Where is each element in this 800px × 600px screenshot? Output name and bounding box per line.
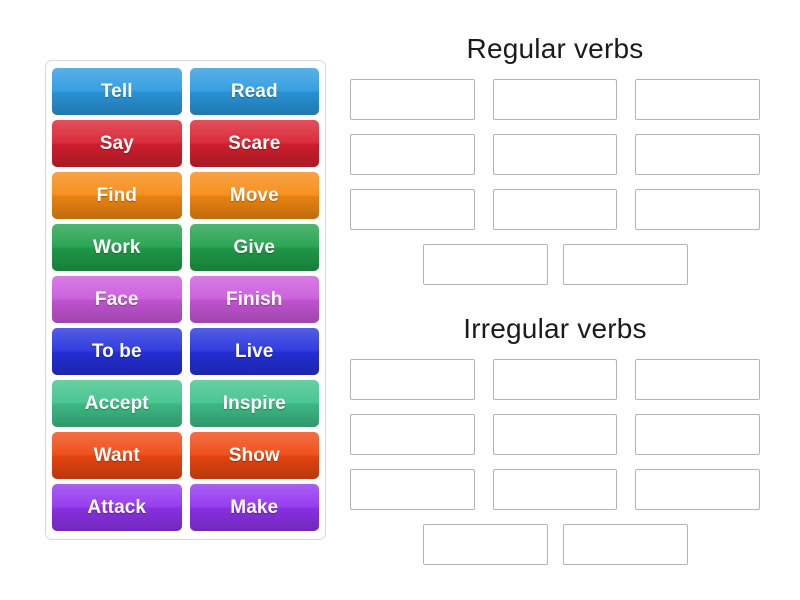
word-tile-label: Find bbox=[96, 184, 137, 206]
word-tile-label: Live bbox=[235, 340, 274, 362]
drop-slots-irregular bbox=[350, 359, 761, 565]
word-tile[interactable]: Move bbox=[189, 172, 319, 219]
drop-slot[interactable] bbox=[562, 524, 688, 565]
word-tile[interactable]: Give bbox=[189, 224, 319, 271]
drop-slot[interactable] bbox=[492, 469, 618, 510]
word-tile-label: Face bbox=[94, 288, 139, 310]
drop-slot[interactable] bbox=[350, 134, 475, 175]
drop-slot[interactable] bbox=[492, 134, 618, 175]
word-tile-row: Work Give bbox=[52, 224, 319, 271]
word-tile-row: Find Move bbox=[52, 172, 319, 219]
word-tile[interactable]: Attack bbox=[52, 484, 182, 531]
word-tile-label: Tell bbox=[100, 80, 133, 102]
drop-slot[interactable] bbox=[635, 134, 761, 175]
drop-slot[interactable] bbox=[492, 79, 618, 120]
word-tile-row: Tell Read bbox=[52, 68, 319, 115]
drop-slots-regular bbox=[350, 79, 761, 285]
word-tile-label: Inspire bbox=[222, 392, 286, 414]
category-regular-verbs: Regular verbs bbox=[350, 33, 761, 285]
drop-slot[interactable] bbox=[492, 189, 618, 230]
word-tile-label: Move bbox=[229, 184, 279, 206]
drop-slot[interactable] bbox=[492, 359, 618, 400]
word-tile-label: Give bbox=[233, 236, 276, 258]
drop-slot[interactable] bbox=[422, 244, 548, 285]
word-tile[interactable]: Read bbox=[189, 68, 319, 115]
word-tile-label: Want bbox=[93, 444, 140, 466]
word-tile-row: Face Finish bbox=[52, 276, 319, 323]
word-tile[interactable]: Accept bbox=[52, 380, 182, 427]
word-tile-row: To be Live bbox=[52, 328, 319, 375]
word-tile[interactable]: Show bbox=[189, 432, 319, 479]
category-title-regular: Regular verbs bbox=[466, 33, 644, 64]
drop-slot-row bbox=[350, 469, 761, 510]
drop-slot-row bbox=[350, 524, 760, 565]
drop-slot[interactable] bbox=[562, 244, 688, 285]
word-tile[interactable]: Find bbox=[52, 172, 182, 219]
drop-slot[interactable] bbox=[350, 469, 475, 510]
word-tile[interactable]: Say bbox=[52, 120, 182, 167]
word-tile-row: Attack Make bbox=[52, 484, 319, 531]
word-tile[interactable]: Scare bbox=[189, 120, 319, 167]
word-tile[interactable]: Want bbox=[52, 432, 182, 479]
drop-slot[interactable] bbox=[350, 189, 475, 230]
word-tile-label: Make bbox=[230, 496, 279, 518]
word-tile-label: Scare bbox=[228, 132, 281, 154]
drop-slot[interactable] bbox=[635, 359, 761, 400]
word-tile[interactable]: Face bbox=[52, 276, 182, 323]
drop-slot[interactable] bbox=[422, 524, 548, 565]
word-tile[interactable]: Work bbox=[52, 224, 182, 271]
word-tile-row: Say Scare bbox=[52, 120, 319, 167]
category-irregular-verbs: Irregular verbs bbox=[350, 313, 761, 565]
word-tile[interactable]: Inspire bbox=[189, 380, 319, 427]
word-tile-label: Work bbox=[92, 236, 141, 258]
category-title-irregular: Irregular verbs bbox=[463, 313, 647, 344]
word-tile[interactable]: Tell bbox=[52, 68, 182, 115]
drop-slot[interactable] bbox=[635, 79, 761, 120]
word-tile-label: Read bbox=[230, 80, 278, 102]
drop-slot[interactable] bbox=[350, 359, 475, 400]
word-tile-label: Finish bbox=[225, 288, 283, 310]
drop-slot-row bbox=[350, 189, 761, 230]
word-tile-label: Say bbox=[99, 132, 134, 154]
drop-slot[interactable] bbox=[635, 414, 761, 455]
word-tile[interactable]: Finish bbox=[189, 276, 319, 323]
word-tile-label: Accept bbox=[84, 392, 149, 414]
word-tile-label: Show bbox=[228, 444, 280, 466]
drop-slot[interactable] bbox=[635, 469, 761, 510]
word-tile-row: Accept Inspire bbox=[52, 380, 319, 427]
drop-slot[interactable] bbox=[492, 414, 618, 455]
word-tile-row: Want Show bbox=[52, 432, 319, 479]
drop-slot-row bbox=[350, 359, 761, 400]
drop-slot[interactable] bbox=[635, 189, 761, 230]
word-tile-label: To be bbox=[91, 340, 142, 362]
drop-slot-row bbox=[350, 244, 760, 285]
drop-slot-row bbox=[350, 79, 761, 120]
word-tile[interactable]: Make bbox=[189, 484, 319, 531]
drop-slot-row bbox=[350, 134, 761, 175]
drop-slot-row bbox=[350, 414, 761, 455]
word-tile[interactable]: Live bbox=[189, 328, 319, 375]
drop-slot[interactable] bbox=[350, 414, 475, 455]
word-tile[interactable]: To be bbox=[52, 328, 182, 375]
drop-slot[interactable] bbox=[350, 79, 475, 120]
word-tile-label: Attack bbox=[87, 496, 147, 518]
